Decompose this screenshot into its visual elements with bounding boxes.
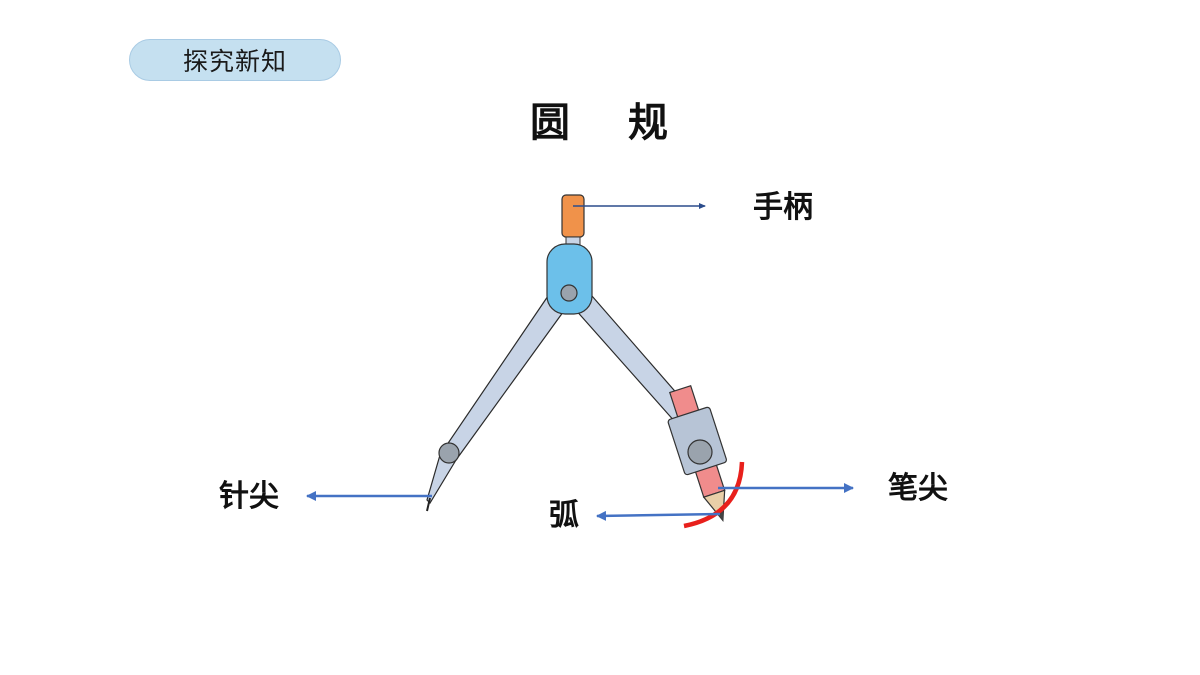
pencil-clamp-screw bbox=[687, 439, 713, 465]
hinge-screw bbox=[560, 284, 578, 302]
drawn-arc bbox=[683, 461, 745, 529]
label-handle: 手柄 bbox=[753, 190, 813, 225]
handle bbox=[561, 194, 585, 238]
label-arc: 弧 bbox=[549, 498, 579, 533]
arc-pointer-arrow bbox=[596, 510, 721, 521]
label-needle-tip: 针尖 bbox=[219, 479, 279, 514]
needle-point bbox=[426, 497, 431, 512]
section-badge: 探究新知 bbox=[129, 39, 341, 81]
section-badge-label: 探究新知 bbox=[182, 47, 287, 76]
left-leg bbox=[439, 295, 567, 461]
left-leg-screw bbox=[438, 442, 460, 464]
hinge bbox=[546, 243, 593, 315]
label-pen-tip: 笔尖 bbox=[888, 471, 948, 506]
page-title: 圆 规 bbox=[530, 99, 690, 146]
